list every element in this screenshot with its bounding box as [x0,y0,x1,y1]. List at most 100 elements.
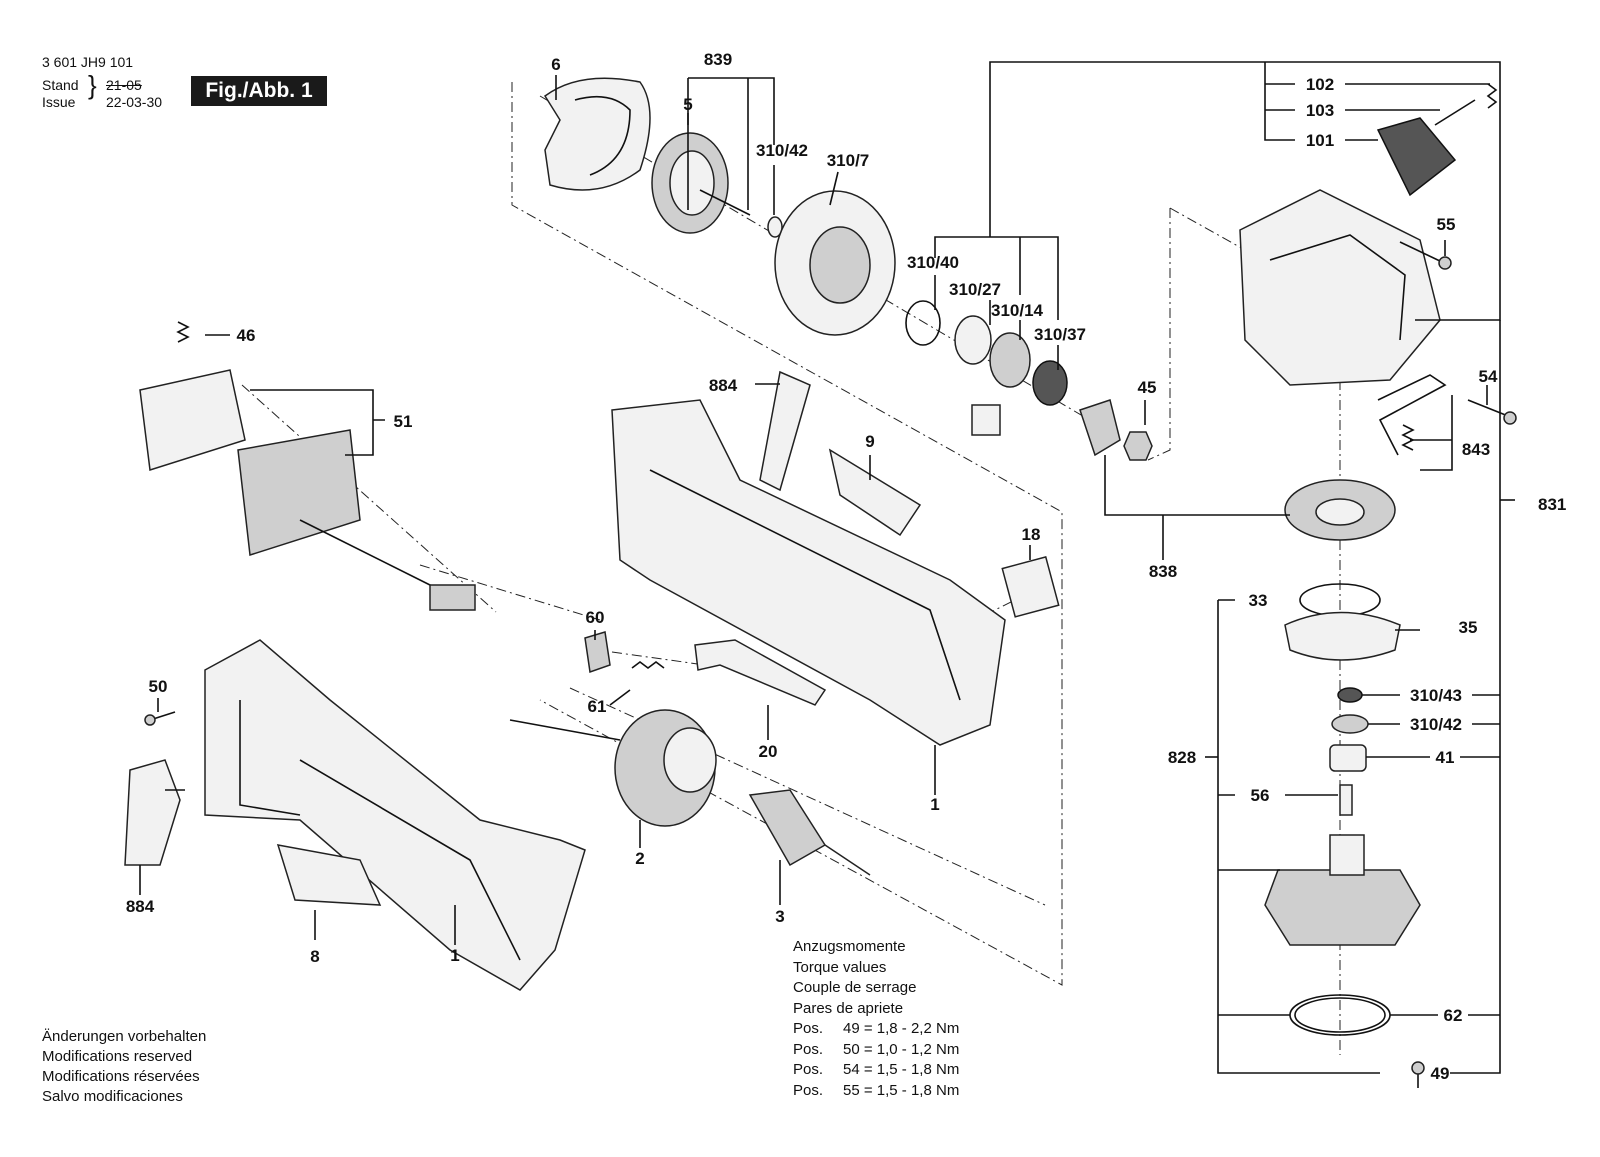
torque-row: Pos. 49 = 1,8 - 2,2 Nm [793,1019,959,1040]
label-20: 20 [759,742,778,761]
label-2: 2 [635,849,644,868]
label-843: 843 [1462,440,1490,459]
label-49: 49 [1431,1064,1450,1083]
housing-assembly-axis [511,82,1063,986]
gearhead-axis-line-2 [1147,208,1171,461]
clip-60-part [584,631,611,674]
label-103: 103 [1306,101,1334,120]
label-9-part [828,448,922,537]
label-8: 8 [310,947,319,966]
old-date: 21-05 [106,77,142,93]
label-838: 838 [1149,562,1177,581]
label-56: 56 [1251,786,1270,805]
housing-upper-edge [649,469,961,701]
switch-wires [299,519,441,591]
label-18: 18 [1022,525,1041,544]
bearing-label-plate [971,404,1001,436]
torque-pos-label: Pos. [793,1081,824,1099]
new-date: 22-03-30 [106,94,163,110]
fan-wheel-hub [669,150,715,216]
armature-part [748,789,827,867]
nut-45-part [1123,431,1153,461]
torque-row: Pos. 50 = 1,0 - 1,2 Nm [793,1040,959,1061]
label-60: 60 [586,608,605,627]
label-55: 55 [1437,215,1456,234]
field-coil-wires [509,719,621,741]
bevel-gear-hub [1315,498,1365,526]
label-5: 5 [683,95,692,114]
label-35: 35 [1459,618,1478,637]
bearing-310-14-part [989,332,1031,388]
torque-title-en: Torque values [793,958,887,976]
label-310-43: 310/43 [1410,686,1462,705]
figure-title: Fig./Abb. 1 [191,76,327,106]
label-310-42b: 310/42 [1410,715,1462,734]
label-50: 50 [149,677,168,696]
torque-value: 49 = 1,8 - 2,2 Nm [843,1020,960,1037]
torque-row: Pos.55 = 1,5 - 1,8 Nm [793,1081,959,1102]
label-41: 41 [1436,748,1455,767]
fan-baffle-part [543,77,651,191]
leader-10x-bracket [1264,62,1295,141]
label-310-27: 310/27 [949,280,1001,299]
label-6: 6 [551,55,560,74]
switch-axis-line [241,384,497,613]
screw-49-head [1411,1061,1425,1075]
leader-831-frame-top [989,61,1501,321]
gear-housing-part [1239,189,1441,386]
torque-title-es: Pares de apriete [793,999,904,1017]
label-310-42a: 310/42 [756,141,808,160]
washer-310-43-part [1337,687,1363,703]
sleeve-41-part [1329,744,1367,772]
leader-51-bracket [250,389,385,456]
screw-55-part [1399,241,1443,263]
spring-axis-line [611,651,706,666]
label-884b: 884 [126,897,155,916]
label-310-37: 310/37 [1034,325,1086,344]
label-9: 9 [865,432,874,451]
vent-grill-884-lower [124,759,181,866]
plate-18-part [1001,555,1060,618]
spring-102-part [1486,83,1498,109]
note-es: Salvo modificaciones [42,1088,183,1105]
torque-pos-label: Pos. [793,1040,824,1058]
label-310-40: 310/40 [907,253,959,272]
torque-pos-label: Pos. [793,1020,824,1037]
label-62: 62 [1444,1006,1463,1025]
pinion-part [1079,399,1121,457]
flange-35-part [1284,611,1401,661]
spring-46-part [176,321,190,343]
spring-61-part [631,661,665,669]
doc-number: 3 601 JH9 101 [42,54,134,70]
label-839: 839 [704,50,732,69]
gearhead-axis-line [1169,207,1246,251]
label-831: 831 [1538,495,1566,514]
label-61: 61 [588,697,607,716]
issue-label: Issue [42,94,76,110]
washer-310-42-part [767,216,783,238]
label-310-7: 310/7 [827,151,870,170]
fan-baffle-edge [574,95,631,176]
leader-838 [1104,455,1290,560]
leader-gear-bracket [934,225,1059,320]
torque-value: 50 = 1,0 - 1,2 Nm [843,1040,960,1058]
spindle-assembly-top [1329,834,1365,876]
spindle-lock-button-part [1376,117,1457,197]
ring-310-27-part [954,315,992,365]
leader-828-branches [1218,599,1290,1016]
seal-310-37-part [1032,360,1068,406]
bearing-plate-center [809,226,871,304]
switch-module-part [237,429,361,556]
label-45: 45 [1138,378,1157,397]
label-1b: 1 [450,946,459,965]
pin-103-part [1434,99,1476,126]
leader-843 [1410,395,1453,471]
leader-839-bracket [687,77,775,210]
leader-310-7 [829,171,839,206]
o-ring-62-inner [1294,997,1386,1033]
label-51: 51 [394,412,413,431]
stand-label: Stand [42,77,79,93]
label-884a: 884 [709,376,738,395]
leader-61 [609,689,631,706]
wire-axis-line [419,564,601,621]
